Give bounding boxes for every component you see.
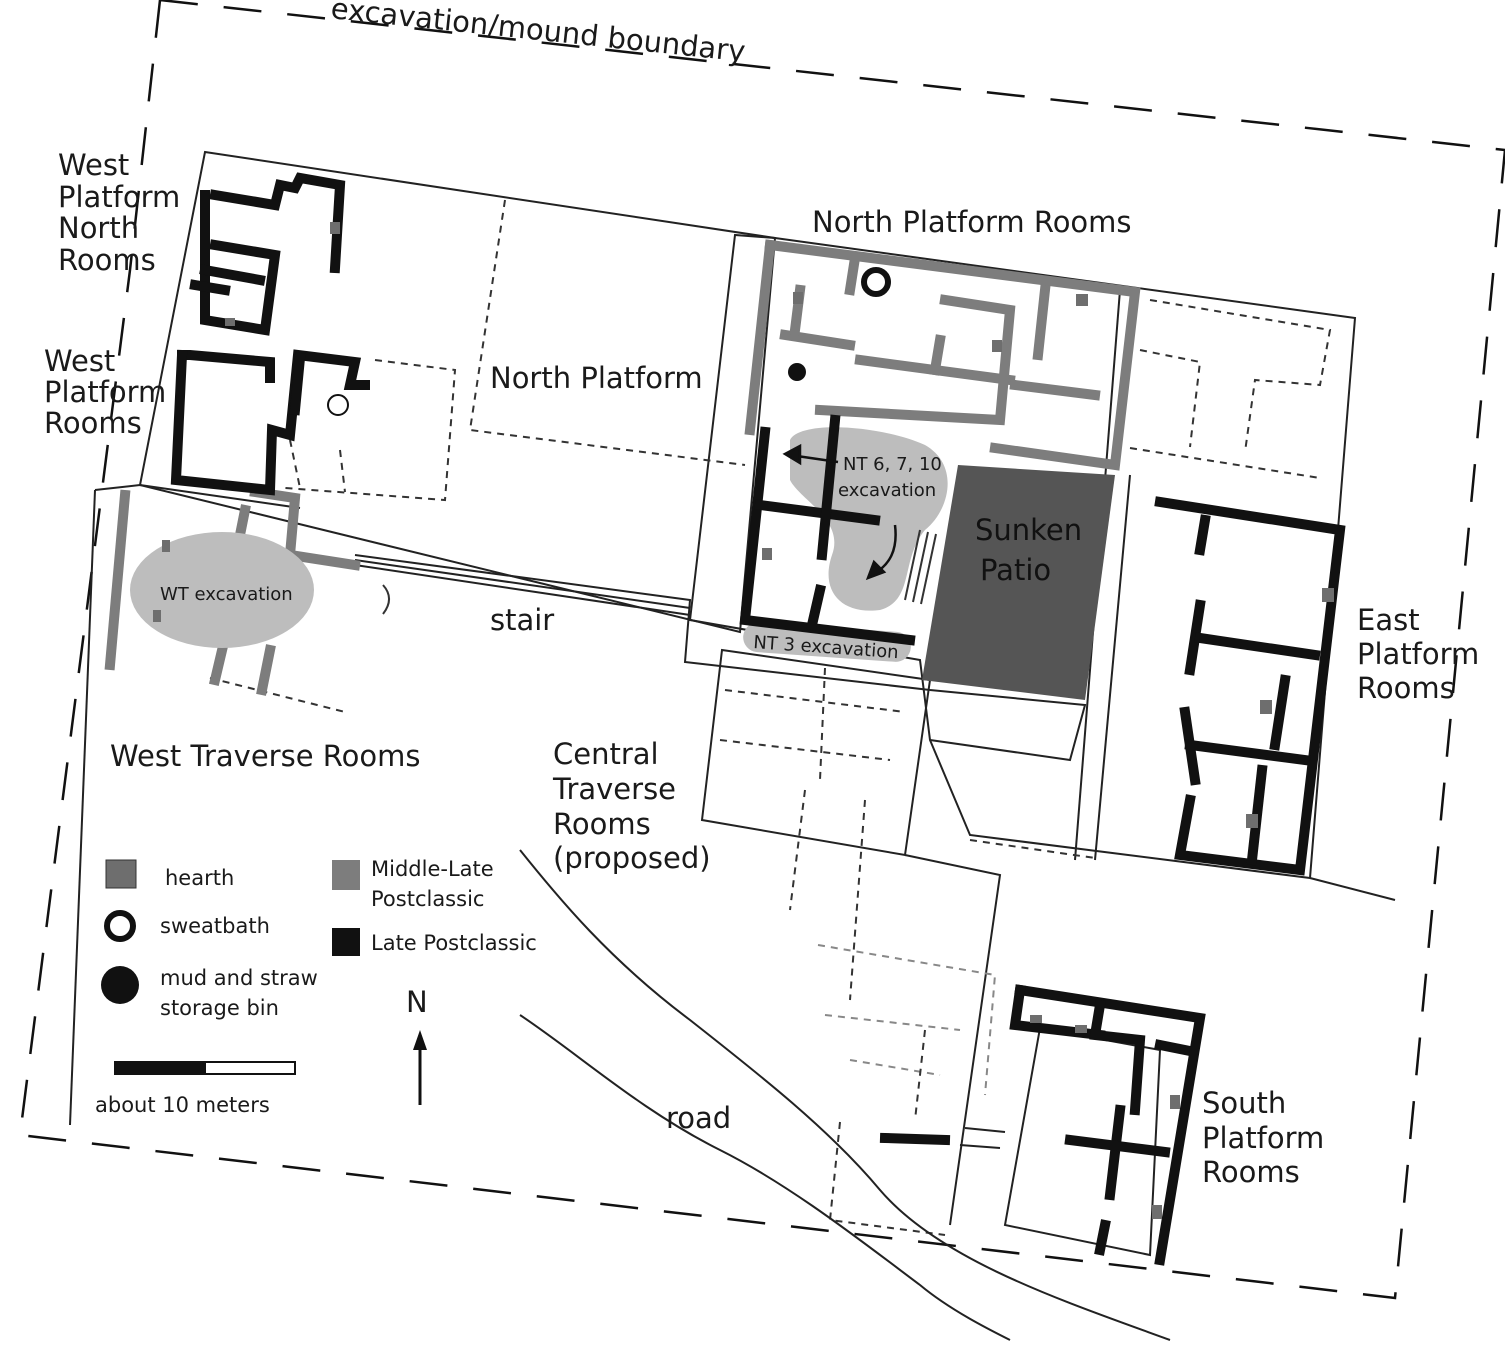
platform-outlines [69, 150, 1396, 1257]
legend-middle-late-swatch [332, 860, 360, 890]
west-traverse-rooms-label: West Traverse Rooms [110, 739, 420, 773]
legend-middle-late-label: Middle-Late Postclassic [371, 857, 500, 911]
central-traverse-rooms-label: Central Traverse Rooms (proposed) [552, 737, 711, 875]
north-arrow-label: N [406, 985, 428, 1019]
sunken-patio-label: Sunken Patio [975, 513, 1091, 587]
legend-storage-bin-label: mud and straw storage bin [160, 966, 325, 1020]
north-platform-label: North Platform [490, 361, 703, 395]
map-storage-bin [788, 363, 806, 381]
legend: hearth sweatbath mud and straw storage b… [95, 857, 537, 1117]
west-platform-north-rooms-label: West Platform North Rooms [58, 148, 190, 277]
scale-bar [114, 1061, 296, 1075]
proposed-walls [209, 199, 1332, 1236]
legend-sweatbath-icon [104, 910, 136, 942]
middle-late-walls [104, 239, 1141, 696]
late-postclassic-walls [170, 172, 1346, 1266]
stair-arc [382, 584, 390, 615]
north-arrow-icon [413, 1030, 427, 1105]
legend-hearth-swatch [105, 859, 137, 889]
scale-bar-label: about 10 meters [95, 1093, 270, 1117]
wt-excavation-area [130, 532, 314, 648]
nt-excavation-label: NT 6, 7, 10 excavation [838, 454, 948, 501]
map-hearths [153, 222, 1334, 1219]
road-line-upper [519, 849, 1171, 1341]
mound-boundary [18, 0, 1505, 1300]
map-sweatbath-north [861, 267, 891, 297]
legend-late-swatch [332, 928, 360, 956]
legend-hearth-label: hearth [165, 866, 234, 890]
legend-sweatbath-label: sweatbath [160, 914, 270, 938]
sunken-patio [922, 465, 1115, 700]
nt-excavation-arrows [782, 443, 897, 581]
south-platform-rooms-label: South Platform Rooms [1202, 1086, 1334, 1189]
east-platform-rooms-label: East Platform Rooms [1357, 603, 1489, 705]
boundary-label: excavation/mound boundary [329, 0, 747, 68]
legend-storage-bin-icon [101, 966, 139, 1004]
road-line-lower [519, 1014, 1011, 1341]
north-platform-rooms-label: North Platform Rooms [812, 205, 1132, 239]
road-label: road [666, 1101, 731, 1135]
stair-label: stair [490, 603, 554, 637]
wt-excavation-label: WT excavation [160, 584, 293, 605]
patio-steps [904, 529, 937, 605]
legend-late-label: Late Postclassic [371, 931, 537, 955]
map-sweatbath-west [327, 394, 349, 416]
west-platform-rooms-label: West Platform Rooms [44, 344, 176, 440]
